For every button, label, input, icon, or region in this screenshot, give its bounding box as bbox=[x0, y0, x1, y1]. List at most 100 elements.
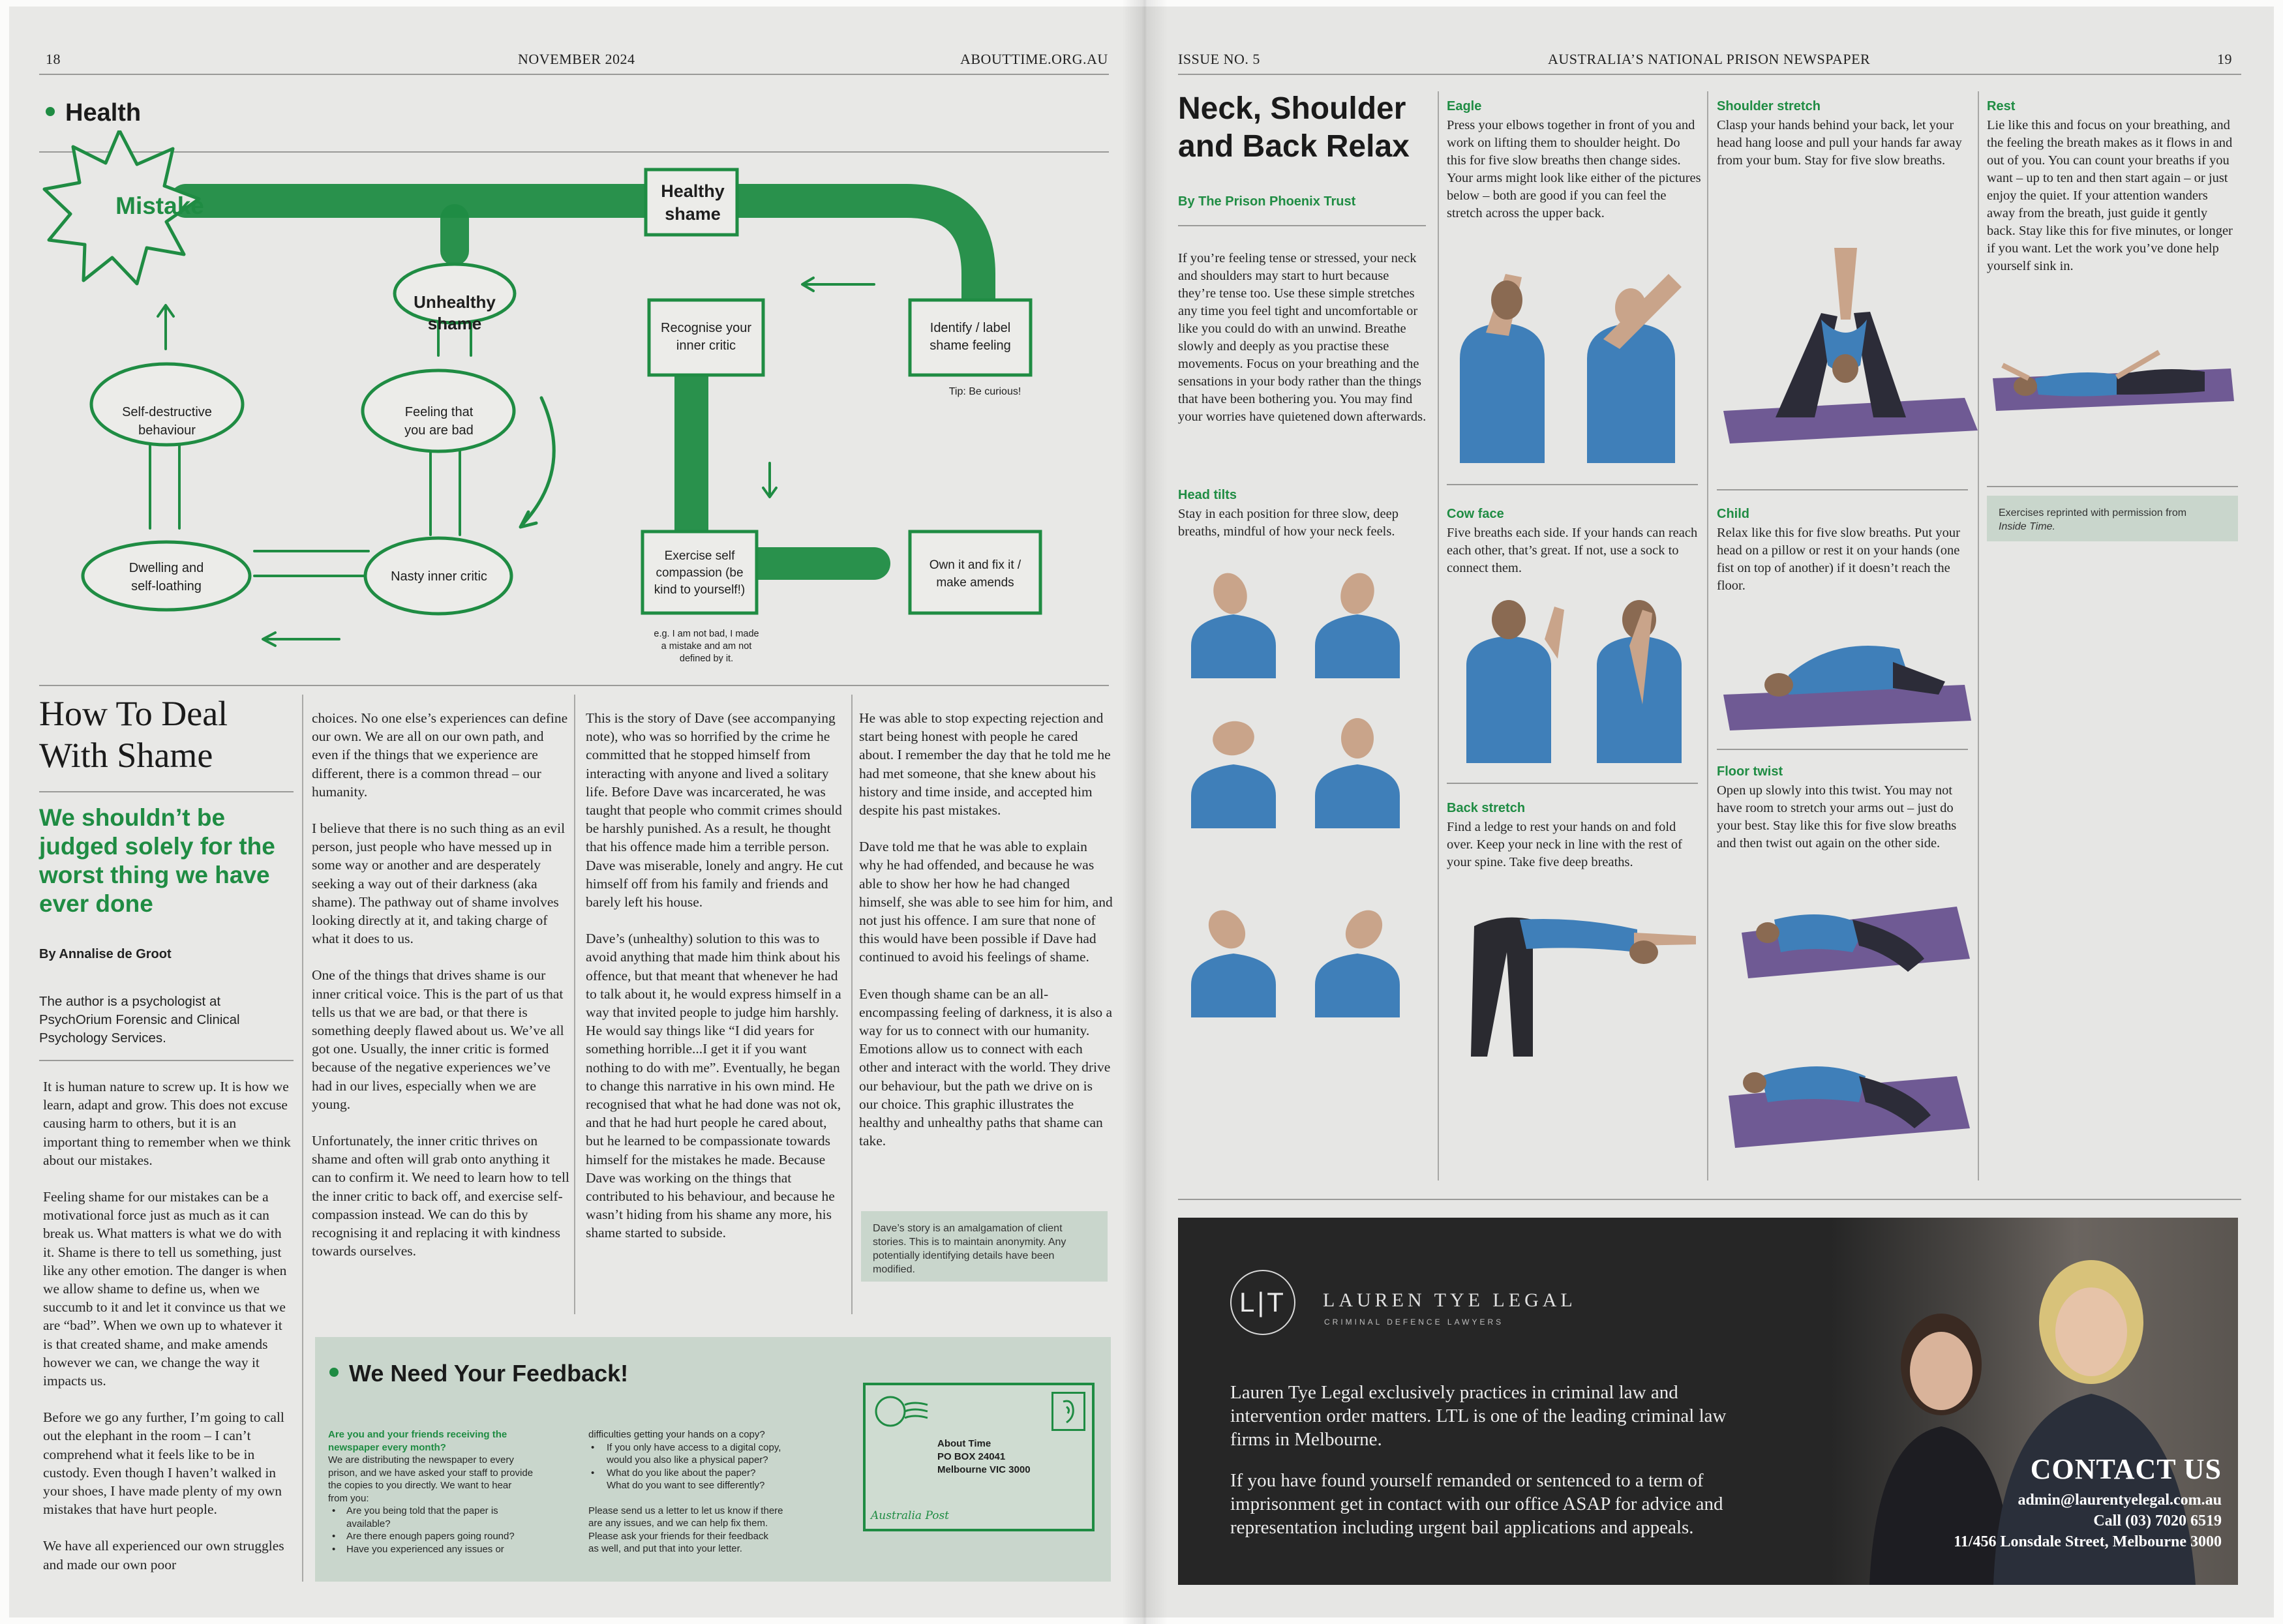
node-dwelling-ellipse bbox=[81, 540, 252, 612]
floor-twist-illustrations bbox=[1729, 907, 1970, 1148]
path-critic-to-dwelling bbox=[253, 550, 370, 577]
diagram-bottom-rule bbox=[39, 685, 1109, 686]
arrow-left-top bbox=[801, 277, 875, 292]
label-tip: Tip: Be curious! bbox=[948, 386, 1021, 397]
ad-phone[interactable]: Call (03) 7020 6519 bbox=[2093, 1512, 2222, 1529]
ad-paragraph-1: Lauren Tye Legal exclusively practices i… bbox=[1230, 1382, 1727, 1450]
rest-rule bbox=[1987, 486, 2238, 487]
eagle-illustrations bbox=[1460, 274, 1682, 463]
node-feeling-bad-ellipse bbox=[361, 368, 516, 453]
node-self-destructive-ellipse bbox=[89, 362, 245, 447]
column-divider-1 bbox=[302, 695, 303, 1582]
exercise-rest: Rest Lie like this and focus on your bre… bbox=[1987, 99, 2233, 273]
article-column-2: choices. No one else’s experiences can d… bbox=[312, 710, 569, 1259]
article-column-4: He was able to stop expecting rejection … bbox=[859, 710, 1113, 1149]
right-divider-2 bbox=[1707, 91, 1708, 1180]
masthead: AUSTRALIA’S NATIONAL PRISON NEWSPAPER bbox=[1548, 51, 1871, 67]
exercise-eagle: Eagle Press your elbows together in fron… bbox=[1447, 99, 1701, 220]
feedback-column-1: Are you and your friends receiving the n… bbox=[328, 1429, 534, 1555]
header-rule-left bbox=[39, 74, 1109, 75]
postmark-icon bbox=[875, 1396, 928, 1427]
shame-pathway-diagram bbox=[42, 130, 1042, 647]
stamp-handwriting: Australia Post bbox=[871, 1509, 949, 1522]
author-rule bbox=[39, 1060, 294, 1061]
section-label-health: Health bbox=[46, 99, 141, 127]
node-identify-box bbox=[908, 298, 1033, 377]
permission-note: Exercises reprinted with permission from… bbox=[1987, 496, 2238, 541]
website-link[interactable]: ABOUTTIME.ORG.AU bbox=[960, 51, 1108, 67]
feedback-title: We Need Your Feedback! bbox=[329, 1360, 628, 1387]
ad-email-link[interactable]: admin@laurentyelegal.com.au bbox=[2018, 1492, 2222, 1509]
page-number-left: 18 bbox=[46, 51, 61, 67]
exercise-floor-twist: Floor twist Open up slowly into this twi… bbox=[1717, 764, 1957, 850]
header-rule-right bbox=[1178, 74, 2241, 75]
ad-tagline: CRIMINAL DEFENCE LAWYERS bbox=[1324, 1317, 1504, 1327]
rest-pose-illustration bbox=[1993, 350, 2234, 411]
path-healthy-to-identify bbox=[717, 184, 995, 323]
ad-firm-name: LAUREN TYE LEGAL bbox=[1323, 1289, 1577, 1311]
right-divider-1 bbox=[1438, 91, 1439, 1180]
back-stretch-illustration bbox=[1471, 917, 1696, 1057]
arrow-left-bottom bbox=[262, 631, 340, 647]
head-tilts-illustrations bbox=[1191, 573, 1400, 1017]
yoga-byline-rule bbox=[1178, 225, 1426, 226]
ad-paragraph-2: If you have found yourself remanded or s… bbox=[1230, 1470, 1723, 1538]
node-nasty-critic-ellipse bbox=[363, 536, 513, 616]
ad-address: 11/456 Lonsdale Street, Melbourne 3000 bbox=[1954, 1533, 2222, 1550]
issue-number: ISSUE NO. 5 bbox=[1178, 51, 1260, 67]
exercise-child: Child Relax like this for five slow brea… bbox=[1717, 507, 1960, 593]
node-own-it-box bbox=[908, 530, 1042, 615]
column-divider-2 bbox=[574, 695, 575, 1314]
exercise-head-tilts: Head tilts Stay in each position for thr… bbox=[1178, 488, 1399, 539]
path-dwelling-to-selfdestructive bbox=[149, 442, 181, 530]
bullet-dot-icon bbox=[329, 1368, 339, 1377]
ad-contact-title: CONTACT US bbox=[2030, 1453, 2222, 1485]
label-mistake: Mistake bbox=[115, 192, 204, 219]
head-tilt-figure bbox=[1191, 614, 1400, 1017]
lauren-tye-legal-ad[interactable]: L|T LAUREN TYE LEGAL CRIMINAL DEFENCE LA… bbox=[1178, 1218, 2238, 1585]
eagle-rule bbox=[1447, 484, 1698, 485]
exercise-shoulder-stretch: Shoulder stretch Clasp your hands behind… bbox=[1717, 99, 1962, 168]
feedback-column-2: difficulties getting your hands on a cop… bbox=[588, 1429, 783, 1554]
section-rule bbox=[39, 151, 1109, 153]
ad-lawyers-photo bbox=[1869, 1260, 2196, 1585]
cow-face-rule bbox=[1447, 783, 1698, 784]
node-healthy-shame-box bbox=[644, 168, 739, 237]
ad-top-rule bbox=[1178, 1199, 2241, 1200]
page-number-right: 19 bbox=[2217, 51, 2232, 67]
exercise-cow-face: Cow face Five breaths each side. If your… bbox=[1447, 507, 1698, 575]
child-rule bbox=[1717, 749, 1968, 750]
node-unhealthy-shame-ellipse bbox=[393, 262, 517, 325]
shoulder-rule bbox=[1717, 489, 1968, 490]
headline-rule bbox=[39, 791, 294, 792]
ad-logo-circle-icon: L|T bbox=[1230, 1270, 1295, 1335]
shoulder-stretch-illustration bbox=[1723, 248, 1978, 444]
path-unhealthy-to-feeling bbox=[437, 318, 472, 357]
arrow-down-center bbox=[762, 462, 778, 498]
article-column-1: It is human nature to screw up. It is ho… bbox=[43, 1079, 291, 1572]
spread-gutter-shadow bbox=[1122, 0, 1168, 1624]
label-own-it: Own it and fix it /make amends bbox=[929, 558, 1021, 590]
cow-face-illustrations bbox=[1466, 600, 1682, 763]
node-recognise-box bbox=[647, 298, 765, 377]
child-pose-illustration bbox=[1723, 646, 1971, 730]
arrow-curve-feeling bbox=[519, 396, 556, 529]
issue-date: NOVEMBER 2024 bbox=[518, 51, 635, 67]
label-nasty-critic: Nasty inner critic bbox=[391, 569, 487, 584]
yoga-byline: By The Prison Phoenix Trust bbox=[1178, 194, 1356, 209]
stamp-icon bbox=[1051, 1392, 1085, 1431]
right-divider-3 bbox=[1978, 91, 1979, 1180]
column-divider-3 bbox=[851, 695, 853, 1314]
bullet-dot-icon bbox=[46, 106, 55, 116]
article-column-3: This is the story of Dave (see accompany… bbox=[586, 710, 843, 1241]
